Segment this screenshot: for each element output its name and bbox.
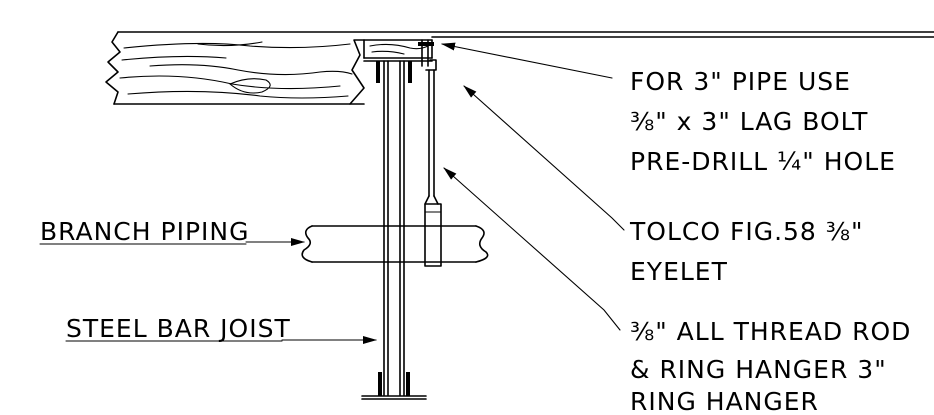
leader-eyelet <box>463 85 625 231</box>
callout-lag-bolt-line1: FOR 3" PIPE USE <box>630 67 851 96</box>
lag-bolt-eyelet <box>418 39 437 71</box>
steel-bar-joist <box>361 57 433 400</box>
callout-lag-bolt-line3: PRE-DRILL ¼" HOLE <box>630 147 896 176</box>
label-branch-piping: BRANCH PIPING <box>40 217 249 246</box>
ceiling-line <box>117 31 934 38</box>
wood-beam <box>105 31 433 105</box>
ring-hanger <box>424 203 442 267</box>
leader-lag-bolt <box>441 42 613 79</box>
label-steel-bar-joist: STEEL BAR JOIST <box>66 314 291 343</box>
threaded-rod <box>424 69 439 205</box>
branch-pipe <box>301 225 489 263</box>
callout-lag-bolt-line2: ⅜" x 3" LAG BOLT <box>630 107 868 136</box>
callout-thread-rod-line2: & RING HANGER 3" <box>630 355 887 384</box>
leader-thread-rod <box>443 167 621 331</box>
callout-eyelet-line1: TOLCO FIG.58 ⅜" <box>629 217 864 246</box>
callout-thread-rod-line1: ⅜" ALL THREAD ROD <box>630 317 911 346</box>
callout-eyelet-line2: EYELET <box>630 257 728 286</box>
callout-thread-rod-line3: RING HANGER <box>630 387 819 415</box>
